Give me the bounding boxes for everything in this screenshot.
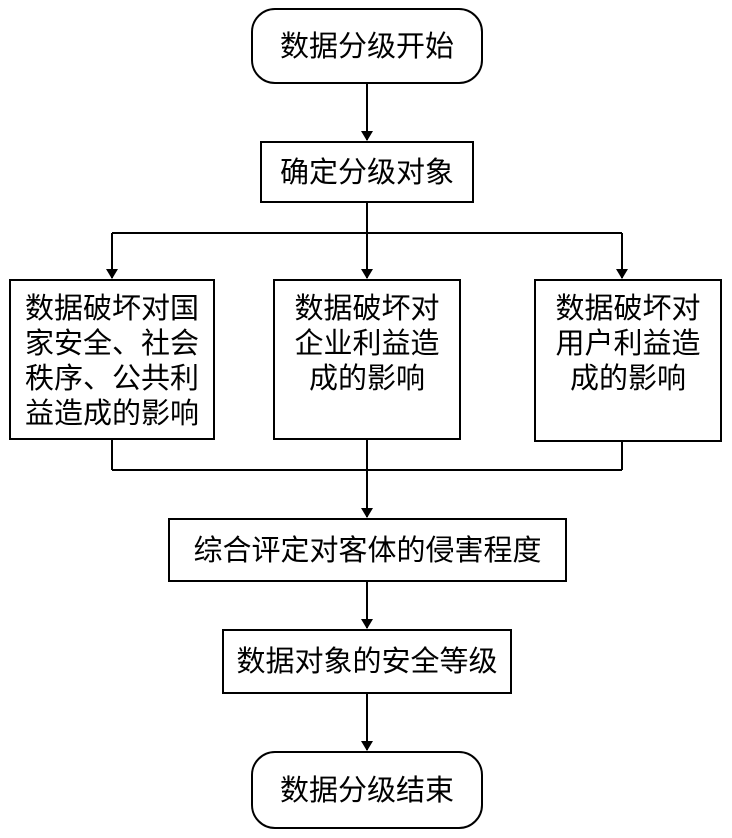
- impact-user-label: 数据破坏对 用户利益造 成的影响: [555, 291, 701, 395]
- determine-object-label: 确定分级对象: [279, 154, 454, 189]
- impact-national-label: 数据破坏对国 家安全、社会 秩序、公共利 益造成的影响: [24, 291, 199, 430]
- end-node: 数据分级结束: [251, 751, 483, 829]
- security-level-node: 数据对象的安全等级: [222, 629, 512, 694]
- security-level-label: 数据对象的安全等级: [236, 644, 498, 678]
- impact-user-node: 数据破坏对 用户利益造 成的影响: [534, 279, 722, 442]
- assess-harm-node: 综合评定对客体的侵害程度: [168, 518, 567, 582]
- impact-national-node: 数据破坏对国 家安全、社会 秩序、公共利 益造成的影响: [9, 279, 215, 440]
- impact-enterprise-label: 数据破坏对 企业利益造 成的影响: [294, 291, 440, 395]
- start-node: 数据分级开始: [251, 8, 483, 84]
- impact-enterprise-node: 数据破坏对 企业利益造 成的影响: [273, 279, 461, 440]
- start-node-label: 数据分级开始: [279, 28, 454, 63]
- determine-object-node: 确定分级对象: [260, 141, 474, 203]
- end-node-label: 数据分级结束: [279, 772, 454, 807]
- assess-harm-label: 综合评定对客体的侵害程度: [193, 532, 542, 567]
